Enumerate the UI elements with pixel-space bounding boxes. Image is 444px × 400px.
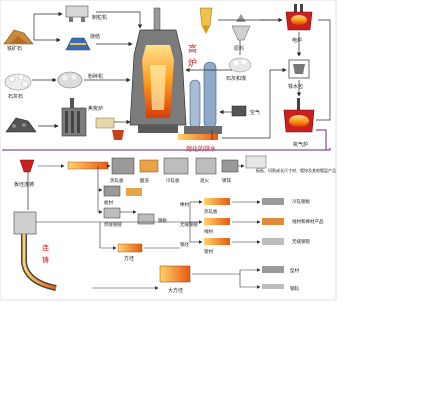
slab-caster: 板坯连铸 xyxy=(14,159,35,188)
sinter-machine-label: 制粒机 xyxy=(92,14,107,21)
annealing-label: 退火 xyxy=(200,177,209,184)
molten-iron-label: 熔化的铁水 xyxy=(186,145,216,153)
rod-label: 线材 xyxy=(204,228,213,235)
coking-furnace: 焦炭炉 xyxy=(61,98,103,137)
crusher-label: 粉碎机 xyxy=(88,73,103,80)
pipe-rolling-label: 管材 xyxy=(204,248,213,255)
lime-coal-pile: 石灰和煤 xyxy=(226,57,252,82)
sinter-machine: 制粒机 xyxy=(65,5,107,22)
blast-furnace-label-1: 高 xyxy=(188,43,197,55)
plate-mill-label: 热轧板 xyxy=(204,208,218,215)
oxygen-converter: 氧气炉 xyxy=(283,98,315,148)
pickling-label: 酸洗 xyxy=(140,177,149,184)
plate-row: 板材 焊接钢管 钢板 xyxy=(103,185,167,228)
top-flow-lines xyxy=(32,11,331,140)
seamless-label: 无缝钢管 xyxy=(180,221,198,228)
rails-label: 钢轨 xyxy=(290,285,299,292)
hot-metal-ladle: 铁水包 xyxy=(288,59,310,90)
continuous-cast-label-1: 连 xyxy=(42,243,49,252)
galvanizing-label: 镀锌 xyxy=(222,177,231,184)
continuous-caster: 连 铸 xyxy=(13,211,90,291)
blast-furnace: 高 炉 xyxy=(129,7,197,133)
raw-materials-skip xyxy=(199,7,213,34)
cut-plates-label: 板板、切割或长尺寸材、镀锌及其他镀层产品 xyxy=(256,167,336,173)
limestone-label: 石灰石 xyxy=(8,93,23,100)
slab-label: 钢坯 xyxy=(180,241,189,248)
electric-furnace-label: 电炉 xyxy=(292,37,302,44)
bar-label: 棒材 xyxy=(180,201,189,208)
bloom-label: 大方坯 xyxy=(168,287,183,294)
molten-iron-ladle: 熔化的铁水 xyxy=(112,130,218,153)
raw-materials-label: 原料 xyxy=(234,45,244,52)
hot-metal-ladle-label: 铁水包 xyxy=(288,83,303,90)
coke-conveyor xyxy=(95,117,115,129)
right-products: 热轧板 冷轧钢板 线材 线材和棒材产品 管材 无缝钢管 型材 钢轨 棒材 无缝钢… xyxy=(180,198,324,292)
electric-furnace: 电炉 xyxy=(285,4,313,44)
sintering-label: 烧结 xyxy=(90,33,100,40)
welded-pipe-label: 焊接钢管 xyxy=(104,221,122,228)
cold-rolling-label: 冷轧板 xyxy=(166,177,180,184)
hot-strip-row: 热轧板 酸洗 冷轧板 退火 镀锌 板板、切割或长尺寸材、镀锌及其他镀层产品 xyxy=(67,155,336,184)
thin-plate-label: 板材 xyxy=(104,199,113,206)
plate-label: 钢板 xyxy=(158,217,167,224)
shapes-label: 型材 xyxy=(290,267,299,274)
hot-rolling-label: 热轧板 xyxy=(110,177,124,184)
sintering-unit: 烧结 xyxy=(65,33,100,51)
iron-ore-label: 铁矿石 xyxy=(7,45,22,52)
iron-ore-pile: 铁矿石 xyxy=(3,29,34,52)
rod-products-label: 线材和棒材产品 xyxy=(292,218,324,225)
air-blower: 空气 xyxy=(231,105,260,117)
billet-label: 方坯 xyxy=(124,255,134,262)
lime-coal-label: 石灰和煤 xyxy=(226,75,246,82)
hot-stoves xyxy=(184,61,222,134)
air-label: 空气 xyxy=(250,109,260,116)
coking-furnace-label: 焦炭炉 xyxy=(88,105,103,112)
billet-bloom: 方坯 大方坯 xyxy=(117,243,191,294)
continuous-cast-label-2: 铸 xyxy=(42,255,49,264)
converter-label: 氧气炉 xyxy=(293,141,308,148)
lower-flow-lines xyxy=(36,164,261,290)
slab-mill-label: 板坯连铸 xyxy=(14,181,34,188)
coal-pile xyxy=(5,117,37,133)
blast-furnace-label-2: 炉 xyxy=(188,57,197,69)
seamless-pipe-label: 无缝钢管 xyxy=(292,238,310,245)
limestone-pile: 石灰石 xyxy=(4,73,32,100)
crusher-pile: 粉碎机 xyxy=(57,71,103,89)
cut-sheets-label: 冷轧钢板 xyxy=(292,198,310,205)
